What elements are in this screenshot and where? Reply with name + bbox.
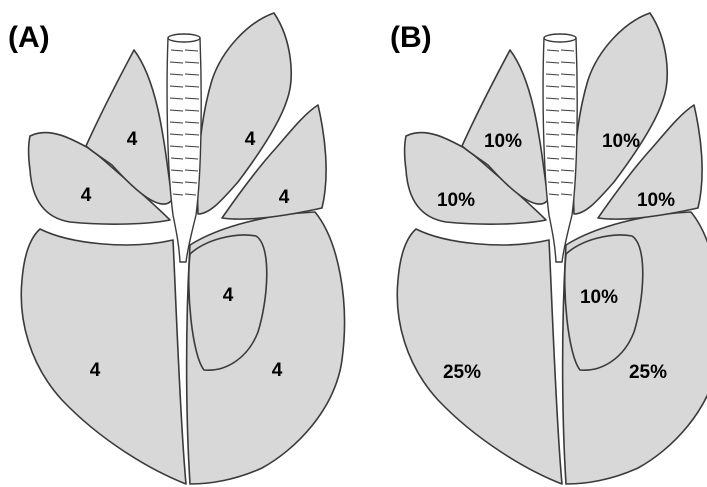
label-left-cranial-cranial-b: 10% xyxy=(484,131,522,152)
panel-b: (B) 10% 10% 10% 10% 10% 25% 25% xyxy=(390,13,707,484)
label-right-caudal-b: 25% xyxy=(629,362,667,383)
panel-label-a: (A) xyxy=(8,21,50,54)
label-left-cranial-cranial-a: 4 xyxy=(127,129,138,150)
label-left-cranial-caudal-b: 10% xyxy=(437,190,475,211)
label-left-caudal-a: 4 xyxy=(90,360,101,381)
label-right-middle-a: 4 xyxy=(279,187,290,208)
panel-a: (A) 4 4 4 4 4 4 4 xyxy=(8,13,344,484)
lung-diagram-a xyxy=(21,13,344,484)
label-right-caudal-a: 4 xyxy=(272,360,283,381)
label-left-caudal-b: 25% xyxy=(443,362,481,383)
label-right-cranial-a: 4 xyxy=(245,129,256,150)
label-accessory-b: 10% xyxy=(580,287,618,308)
label-right-middle-b: 10% xyxy=(637,190,675,211)
lung-diagram-b xyxy=(397,13,707,484)
label-right-cranial-b: 10% xyxy=(602,131,640,152)
panel-label-b: (B) xyxy=(390,21,432,54)
label-left-cranial-caudal-a: 4 xyxy=(81,185,92,206)
label-accessory-a: 4 xyxy=(223,285,234,306)
